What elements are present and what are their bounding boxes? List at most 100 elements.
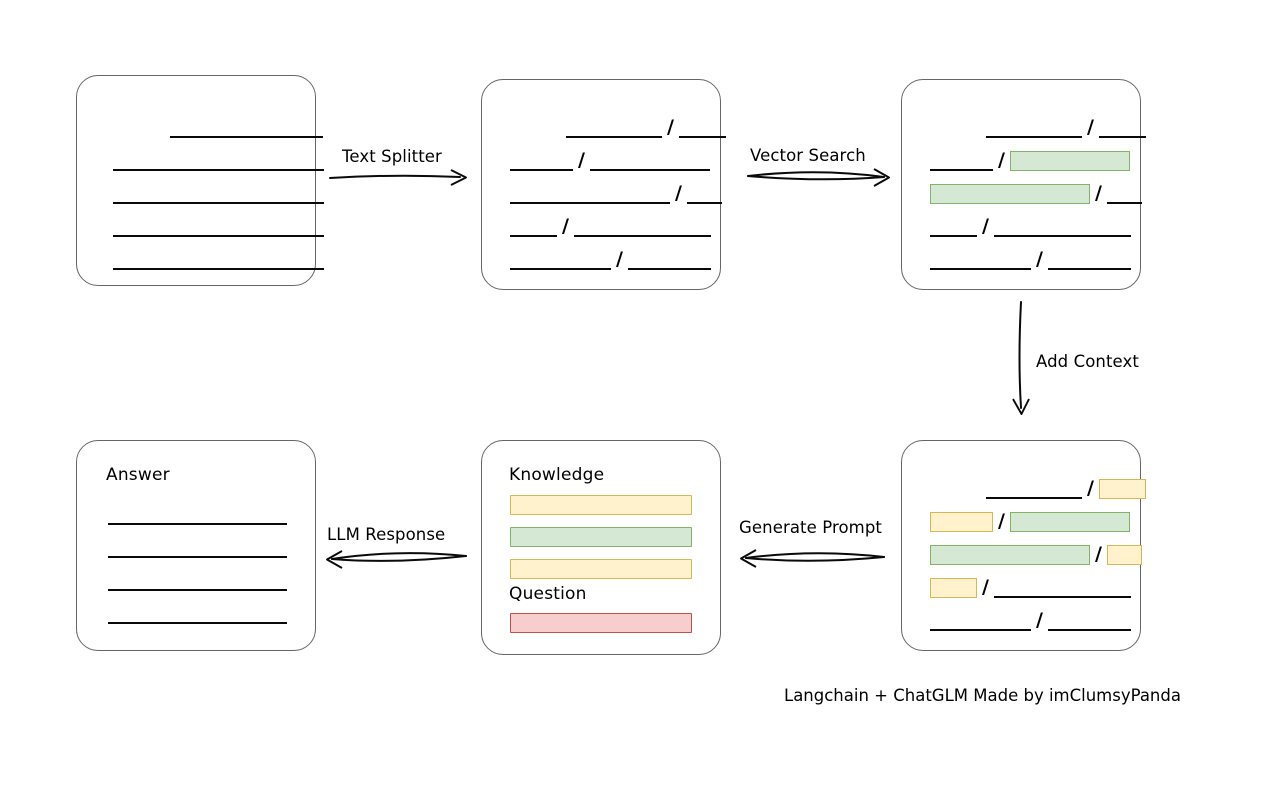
edge-label-generate-prompt: Generate Prompt [739, 518, 882, 537]
segment-separator-icon: / [1087, 116, 1094, 138]
split-document-lines: / / / / / [482, 80, 726, 289]
text-segment-plain [589, 153, 710, 171]
segment-separator-icon: / [982, 576, 989, 598]
text-segment-plain [113, 252, 324, 270]
text-segment-plain [627, 252, 711, 270]
text-segment-green[interactable] [930, 184, 1090, 204]
text-line-5: / [930, 248, 1131, 270]
segment-separator-icon: / [562, 215, 569, 237]
text-line-2: / [510, 149, 710, 171]
segment-separator-icon: / [1095, 182, 1102, 204]
text-line-2: / [930, 149, 1130, 171]
text-segment-plain [573, 219, 711, 237]
question-bar-1[interactable] [510, 613, 692, 633]
text-segment-plain [1106, 186, 1142, 204]
vector-search-results-box[interactable]: / / / / / [901, 79, 1146, 290]
text-segment-plain [108, 606, 287, 624]
edge-vector-search-arrow [747, 168, 890, 187]
text-segment-green[interactable] [930, 545, 1090, 565]
text-line-4 [113, 215, 324, 237]
segment-separator-icon: / [667, 116, 674, 138]
split-document-box[interactable]: / / / / / [481, 79, 726, 290]
answer-document-box[interactable]: Answer [76, 440, 316, 651]
text-line-3: / [510, 182, 722, 204]
text-segment-plain [108, 507, 287, 525]
knowledge-bar-1[interactable] [510, 495, 692, 515]
text-segment-green[interactable] [1009, 151, 1130, 171]
text-segment-plain [1047, 613, 1131, 631]
text-segment-plain [993, 580, 1131, 598]
segment-separator-icon: / [675, 182, 682, 204]
edge-label-add-context: Add Context [1036, 352, 1139, 371]
text-segment-plain [170, 120, 323, 138]
text-line-3: / [930, 182, 1142, 204]
text-segment-plain [993, 219, 1131, 237]
text-segment-green[interactable] [1009, 512, 1130, 532]
segment-separator-icon: / [578, 149, 585, 171]
text-line-4: / [510, 215, 711, 237]
text-segment-yellow[interactable] [930, 512, 993, 532]
text-line-2 [113, 149, 324, 171]
text-line-5: / [930, 609, 1131, 631]
edge-add-context-arrow [1012, 301, 1030, 415]
text-segment-plain [678, 120, 726, 138]
text-segment-plain [113, 153, 324, 171]
answer-heading: Answer [106, 465, 170, 485]
text-segment-plain [510, 186, 670, 204]
text-segment-plain [930, 219, 977, 237]
text-segment-plain [510, 219, 557, 237]
context-added-document-box[interactable]: / / / / / [901, 440, 1146, 651]
knowledge-bar-3[interactable] [510, 559, 692, 579]
text-segment-plain [108, 573, 287, 591]
text-segment-plain [113, 219, 324, 237]
segment-separator-icon: / [616, 248, 623, 270]
text-segment-plain [1098, 120, 1146, 138]
source-document-box[interactable] [76, 75, 324, 286]
text-line-1: / [566, 116, 726, 138]
text-segment-plain [108, 540, 287, 558]
segment-separator-icon: / [998, 510, 1005, 532]
text-line-2 [108, 536, 287, 558]
segment-separator-icon: / [1036, 609, 1043, 631]
source-document-lines [77, 76, 324, 285]
generated-prompt-box[interactable]: Knowledge Question [481, 440, 721, 655]
segment-separator-icon: / [1095, 543, 1102, 565]
text-segment-plain [986, 481, 1082, 499]
text-segment-plain [986, 120, 1082, 138]
segment-separator-icon: / [998, 149, 1005, 171]
edge-label-vector-search: Vector Search [750, 146, 866, 165]
text-line-1 [170, 116, 323, 138]
question-heading: Question [509, 584, 587, 604]
text-segment-yellow[interactable] [1098, 479, 1146, 499]
answer-document-lines [77, 441, 315, 650]
text-segment-yellow[interactable] [930, 578, 977, 598]
vector-search-results-lines: / / / / / [902, 80, 1146, 289]
text-segment-plain [930, 613, 1031, 631]
text-line-5 [113, 248, 324, 270]
text-segment-plain [1047, 252, 1131, 270]
text-line-3 [108, 569, 287, 591]
text-line-3 [113, 182, 324, 204]
text-segment-yellow[interactable] [1106, 545, 1142, 565]
text-segment-plain [510, 153, 573, 171]
edge-llm-response-arrow [326, 550, 467, 569]
edge-label-text-splitter: Text Splitter [342, 147, 442, 166]
segment-separator-icon: / [1087, 477, 1094, 499]
text-segment-plain [113, 186, 324, 204]
edge-text-splitter-arrow [329, 169, 467, 186]
segment-separator-icon: / [982, 215, 989, 237]
text-segment-plain [510, 252, 611, 270]
text-line-4: / [930, 576, 1131, 598]
edge-generate-prompt-arrow [740, 549, 885, 568]
text-line-2: / [930, 510, 1130, 532]
text-segment-plain [930, 252, 1031, 270]
footer-credit: Langchain + ChatGLM Made by imClumsyPand… [784, 686, 1181, 705]
text-line-1: / [986, 116, 1146, 138]
context-added-document-lines: / / / / / [902, 441, 1146, 650]
text-line-4 [108, 602, 287, 624]
knowledge-bar-2[interactable] [510, 527, 692, 547]
text-line-1 [108, 503, 287, 525]
text-line-5: / [510, 248, 711, 270]
segment-separator-icon: / [1036, 248, 1043, 270]
